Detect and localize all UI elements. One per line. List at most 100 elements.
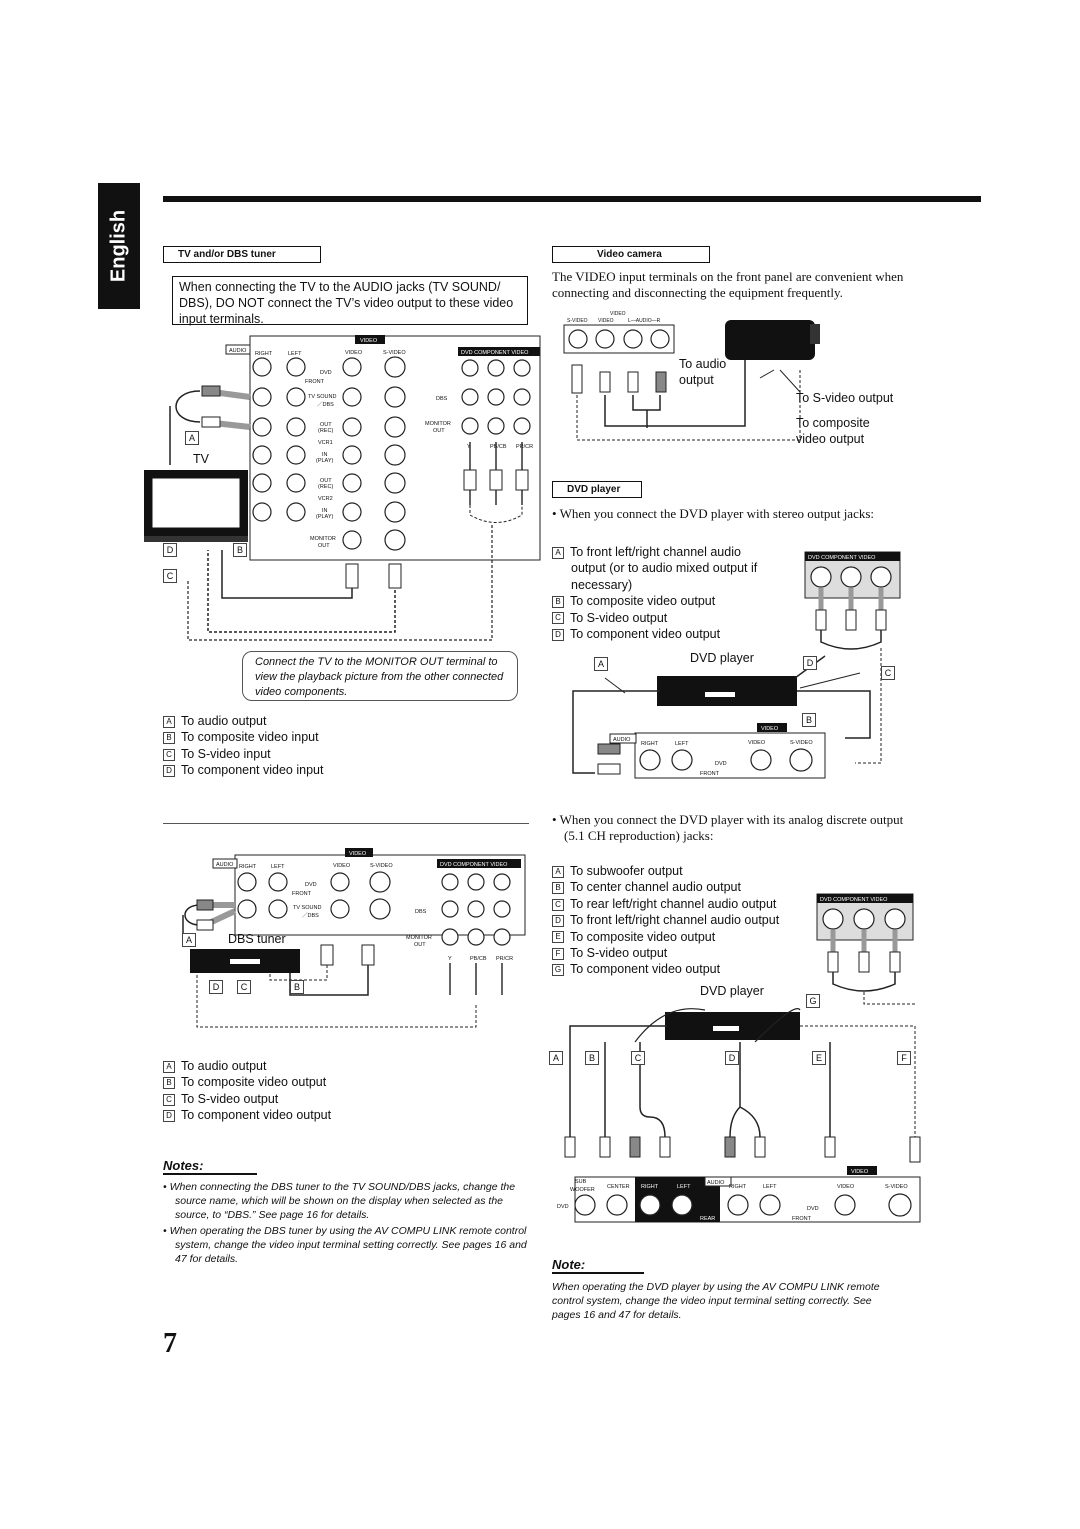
to-composite-label: To composite [796, 416, 870, 430]
dvd-stereo-bullet: • When you connect the DVD player with s… [552, 506, 875, 521]
dvd51-letter-e: E [812, 1051, 826, 1065]
svg-text:S-VIDEO: S-VIDEO [885, 1184, 908, 1190]
output-label: output [679, 373, 714, 387]
dbs-letter-d: D [209, 980, 223, 994]
svg-text:VIDEO: VIDEO [345, 350, 363, 356]
svg-text:MONITOR: MONITOR [425, 421, 451, 427]
video-output-label: video output [796, 432, 865, 446]
note-text: When operating the DVD player by using t… [552, 1281, 880, 1321]
svg-text:S-VIDEO: S-VIDEO [790, 740, 813, 746]
tv-warning-box: When connecting the TV to the AUDIO jack… [172, 276, 528, 326]
dvd-letter-d: D [803, 656, 817, 670]
svg-text:RIGHT: RIGHT [239, 864, 257, 870]
svg-text:VIDEO: VIDEO [851, 1169, 869, 1175]
legend-item: output (or to audio mixed output if [571, 561, 758, 576]
svg-text:DVD COMPONENT VIDEO: DVD COMPONENT VIDEO [808, 555, 876, 561]
dvd51-letter-d: D [725, 1051, 739, 1065]
dbs-letter-c: C [237, 980, 251, 994]
svg-text:DVD: DVD [320, 370, 332, 376]
notes-list: • When connecting the DBS tuner to the T… [163, 1180, 529, 1268]
svg-text:DBS: DBS [436, 396, 448, 402]
monitor-out-callout: Connect the TV to the MONITOR OUT termin… [242, 651, 518, 701]
svg-text:TV SOUND: TV SOUND [308, 394, 336, 400]
notes-heading: Notes: [163, 1158, 257, 1175]
dvd51-letter-g: G [806, 994, 820, 1008]
language-tab: English [98, 183, 140, 309]
svg-text:AUDIO: AUDIO [216, 862, 234, 868]
legend-item: necessary) [571, 577, 633, 592]
svg-text:RIGHT: RIGHT [641, 741, 659, 747]
video-camera-section-title: Video camera [552, 246, 710, 263]
svg-text:VIDEO: VIDEO [837, 1184, 855, 1190]
svg-text:VIDEO: VIDEO [761, 726, 779, 732]
svg-text:VIDEO: VIDEO [748, 740, 766, 746]
svg-text:VIDEO: VIDEO [598, 318, 614, 324]
svg-text:AUDIO: AUDIO [707, 1180, 725, 1186]
svg-text:AUDIO: AUDIO [613, 737, 631, 743]
dbs-label: DBS tuner [228, 932, 286, 946]
dbs-letter-b: B [290, 980, 304, 994]
svg-text:OUT: OUT [414, 942, 426, 948]
svg-text:LEFT: LEFT [675, 741, 689, 747]
svg-text:VCR2: VCR2 [318, 496, 333, 502]
dvd-51-device-label: DVD player [700, 984, 764, 998]
section-divider [163, 823, 529, 824]
svg-text:CENTER: CENTER [607, 1184, 630, 1190]
svg-text:SUB: SUB [575, 1179, 587, 1185]
svg-text:DVD: DVD [715, 761, 727, 767]
dvd51-letter-f: F [897, 1051, 911, 1065]
tv-letter-a: A [185, 431, 199, 445]
language-label: English [107, 209, 130, 283]
svg-text:(REC): (REC) [318, 428, 333, 434]
top-rule [163, 196, 981, 202]
page-number: 7 [163, 1328, 177, 1359]
note-item: • When connecting the DBS tuner to the T… [163, 1181, 516, 1221]
to-audio-label: To audio [679, 357, 727, 371]
svg-text:PB/CB: PB/CB [470, 956, 487, 962]
svg-text:／DBS: ／DBS [317, 401, 334, 408]
svg-text:MONITOR: MONITOR [406, 935, 432, 941]
svg-text:RIGHT: RIGHT [729, 1184, 747, 1190]
svg-text:DVD COMPONENT VIDEO: DVD COMPONENT VIDEO [461, 350, 529, 356]
video-camera-intro: The VIDEO input terminals on the front p… [552, 269, 904, 300]
svg-text:VIDEO: VIDEO [333, 863, 351, 869]
dbs-letter-a: A [182, 933, 196, 947]
svg-text:IN: IN [322, 452, 328, 458]
tv-letter-b: B [233, 543, 247, 557]
svg-text:OUT: OUT [320, 422, 332, 428]
svg-text:VIDEO: VIDEO [349, 851, 367, 857]
svg-text:IN: IN [322, 508, 328, 514]
svg-text:Y: Y [467, 444, 471, 450]
svg-text:OUT: OUT [320, 478, 332, 484]
svg-text:FRONT: FRONT [792, 1216, 812, 1222]
tv-letter-c: C [163, 569, 177, 583]
svg-text:OUT: OUT [433, 428, 445, 434]
svg-text:Y: Y [448, 956, 452, 962]
svg-text:AUDIO: AUDIO [229, 348, 247, 354]
svg-text:LEFT: LEFT [288, 351, 302, 357]
svg-text:L—AUDIO—R: L—AUDIO—R [628, 318, 661, 324]
dvd-section-title: DVD player [552, 481, 642, 498]
svg-text:REAR: REAR [700, 1216, 715, 1222]
to-svideo-output-label: To S-video output [796, 391, 894, 405]
tv-dbs-section-title: TV and/or DBS tuner [163, 246, 321, 263]
svg-text:(REC): (REC) [318, 484, 333, 490]
note-item: • When operating the DBS tuner by using … [163, 1225, 527, 1265]
svg-text:DVD COMPONENT VIDEO: DVD COMPONENT VIDEO [440, 862, 508, 868]
